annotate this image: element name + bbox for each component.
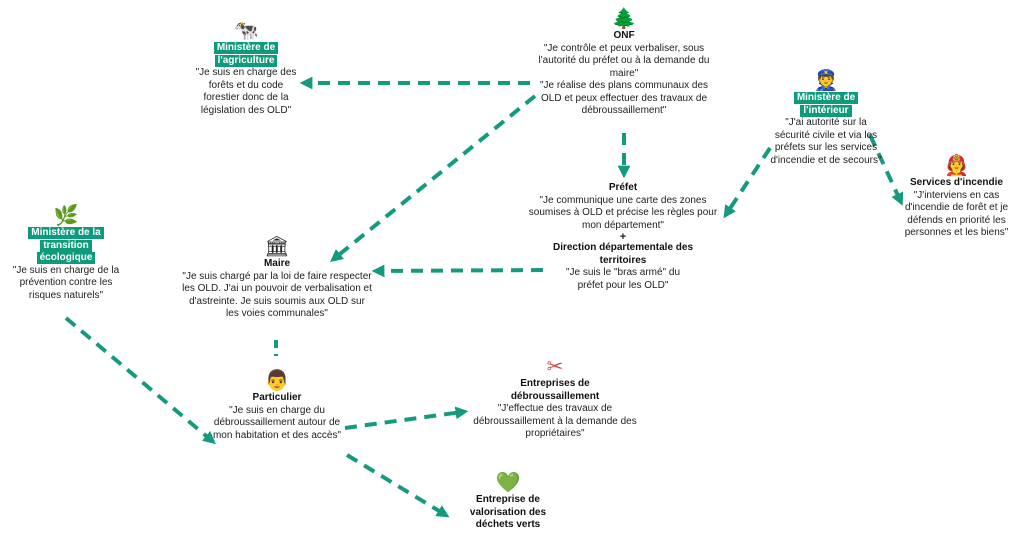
arrow-interieur-to-prefet xyxy=(723,146,772,219)
onf-desc-control: "Je contrôle et peux verbaliser, sous l'… xyxy=(538,42,710,79)
arrow-prefet-to-maire xyxy=(371,264,544,278)
herb-icon: 🌿 xyxy=(53,205,79,227)
node-prefet: Préfet "Je communique une carte des zone… xyxy=(519,182,727,292)
agriculture-title-line1: Ministère de xyxy=(213,42,279,54)
node-maire: 🏛 Maire "Je suis chargé par la loi de fa… xyxy=(182,236,372,321)
maire-title: Maire xyxy=(263,258,291,269)
particulier-desc: "Je suis en charge du débroussaillement … xyxy=(212,404,342,441)
transition-desc: "Je suis en charge de la prévention cont… xyxy=(12,264,120,301)
interieur-title-line2: l'intérieur xyxy=(800,104,852,117)
incendie-title: Services d'incendie xyxy=(910,177,1003,188)
node-valorisation: 💚 Entreprise de valorisation des déchets… xyxy=(458,472,558,532)
onf-desc-plans: "Je réalise des plans communaux des OLD … xyxy=(539,80,709,116)
agriculture-desc: "Je suis en charge des forêts et du code… xyxy=(195,67,297,116)
transition-title-line2: transition xyxy=(40,239,92,252)
cow-icon: 🐄 xyxy=(233,20,259,42)
ddt-desc: "Je suis le "bras armé" du préfet pour l… xyxy=(565,267,681,291)
firefighter-icon: 🧑‍🚒 xyxy=(944,155,969,177)
incendie-desc: "J'interviens en cas d'incendie de forêt… xyxy=(904,189,1009,239)
node-entreprises: ✂ Entreprises de débroussaillement "J'ef… xyxy=(466,356,644,441)
transition-title-line3: écologique xyxy=(36,252,96,264)
entreprises-title: Entreprises de débroussaillement xyxy=(510,378,600,402)
prefet-title: Préfet xyxy=(608,182,638,193)
interieur-desc: "J'ai autorité sur la sécurité civile et… xyxy=(770,117,882,166)
green-heart-icon: 💚 xyxy=(495,472,521,494)
node-transition: 🌿 Ministère de la transition écologique … xyxy=(4,205,128,302)
scissors-icon: ✂ xyxy=(546,356,564,378)
entreprises-desc: "J'effectue des travaux de débroussaille… xyxy=(473,403,637,439)
arrow-transition-to-particulier xyxy=(64,316,216,445)
particulier-title: Particulier xyxy=(252,392,302,403)
police-officer-icon: 👮 xyxy=(813,70,839,92)
ddt-title: Direction départementale des territoires xyxy=(552,242,694,266)
node-particulier: 👨 Particulier "Je suis en charge du débr… xyxy=(208,370,346,442)
arrow-particulier-to-valorisation xyxy=(345,453,450,518)
node-agriculture: 🐄 Ministère de l'agriculture "Je suis en… xyxy=(190,20,302,117)
agriculture-title-line2: l'agriculture xyxy=(214,54,278,67)
transition-title-line1: Ministère de la xyxy=(28,227,104,239)
interieur-title-line1: Ministère de xyxy=(793,92,859,104)
onf-title: ONF xyxy=(613,30,635,41)
arrow-onf-to-maire xyxy=(330,94,537,263)
arrow-interieur-to-incendie xyxy=(868,134,904,206)
prefet-desc: "Je communique une carte des zones soumi… xyxy=(528,194,718,231)
node-incendie: 🧑‍🚒 Services d'incendie "J'interviens en… xyxy=(900,155,1013,240)
person-icon: 👨 xyxy=(264,370,290,392)
maire-desc: "Je suis chargé par la loi de faire resp… xyxy=(182,270,372,320)
node-interieur: 👮 Ministère de l'intérieur "J'ai autorit… xyxy=(770,70,882,167)
tree-icon: 🌲 xyxy=(611,8,637,30)
prefet-plus: + xyxy=(619,231,627,243)
arrow-particulier-to-entreprises xyxy=(344,406,469,430)
node-onf: 🌲 ONF "Je contrôle et peux verbaliser, s… xyxy=(532,8,716,118)
valorisation-title: Entreprise de valorisation des déchets v… xyxy=(469,494,547,530)
town-hall-icon: 🏛 xyxy=(264,236,290,258)
